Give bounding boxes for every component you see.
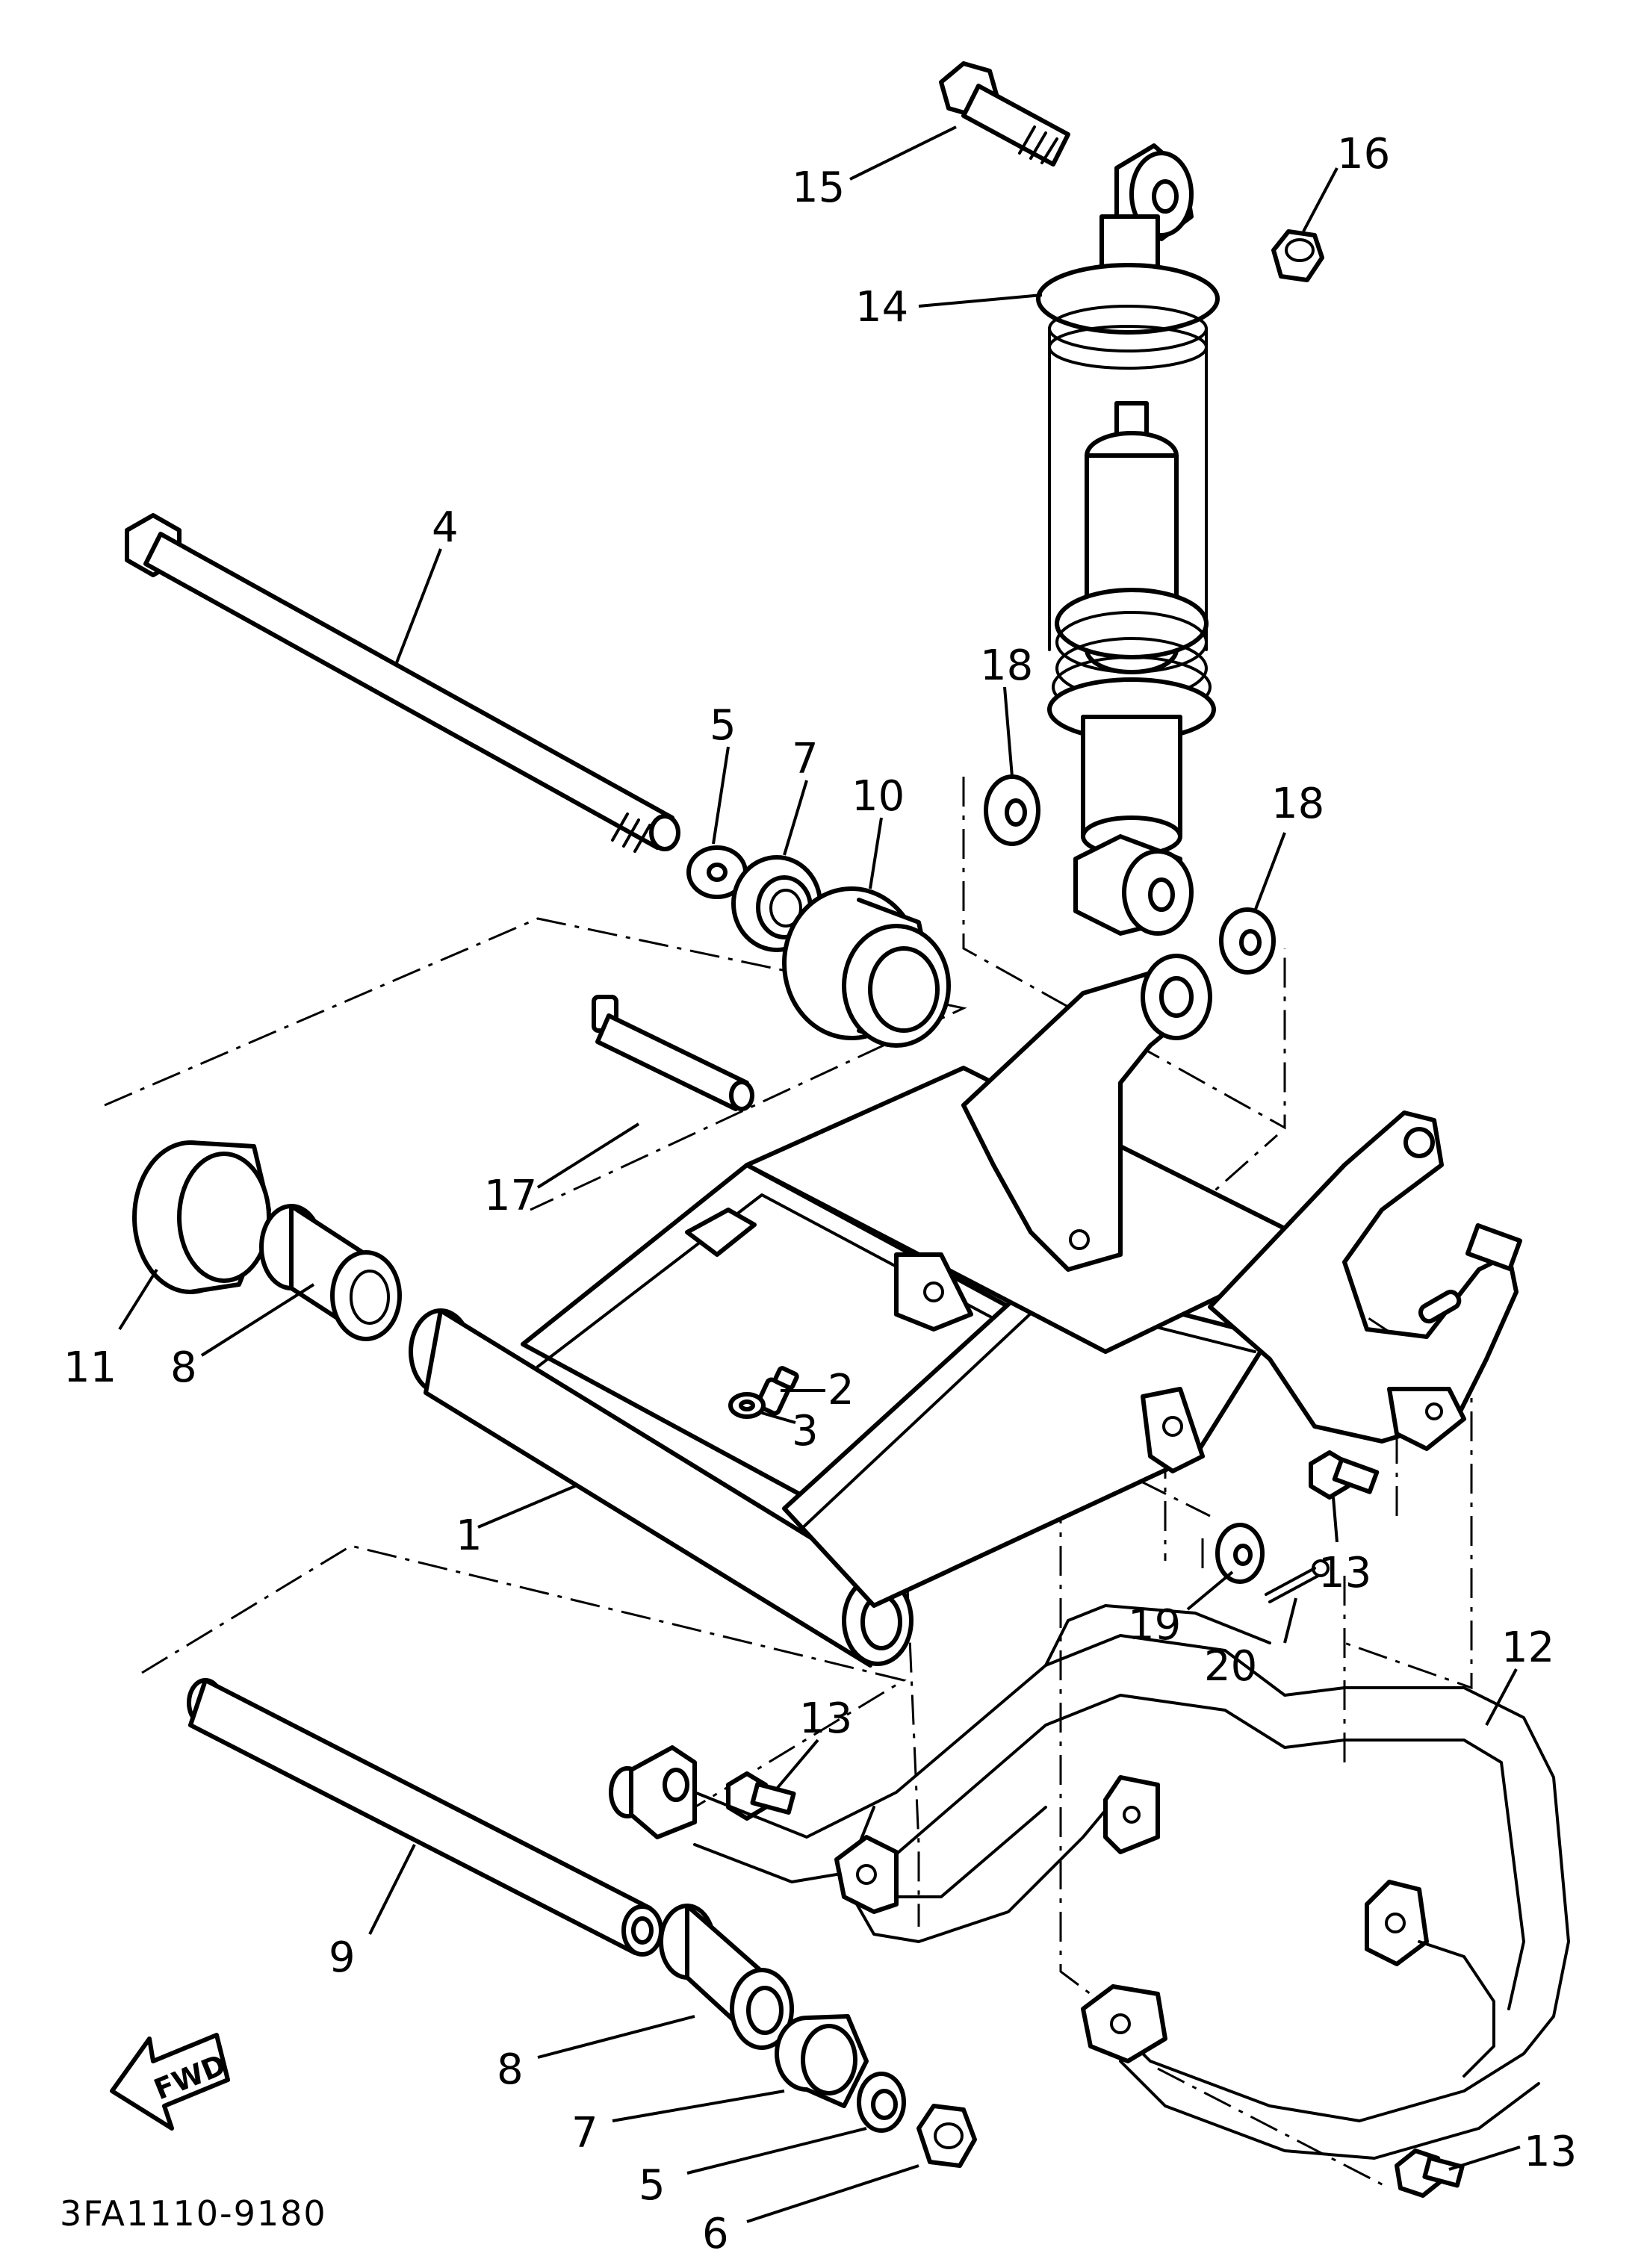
callout-13-a: 13 (1318, 1549, 1371, 1597)
washer-19 (1215, 1523, 1265, 1584)
callout-17: 17 (484, 1172, 537, 1220)
bushing-bottom (659, 1904, 794, 2050)
callout-4: 4 (432, 503, 459, 552)
callout-5-top: 5 (710, 701, 736, 750)
callout-7-top: 7 (792, 735, 819, 783)
callout-1: 1 (456, 1512, 483, 1560)
washer-bottom (857, 2072, 906, 2133)
swing-arm-frame (409, 954, 1523, 1668)
shock-link-pin (592, 995, 754, 1111)
thrust-collar (132, 1140, 271, 1294)
bushing-left (259, 1204, 402, 1341)
callout-labels: 4 5 7 10 15 16 14 18 18 17 11 8 2 3 1 19… (63, 130, 1577, 2258)
leader-lines (118, 125, 1521, 2223)
flange-bolt-a (1309, 1450, 1380, 1500)
callout-3: 3 (792, 1407, 819, 1455)
callout-18-left: 18 (980, 641, 1033, 690)
diagram-code: 3FA1110-9180 (60, 2193, 327, 2234)
washer-top (686, 845, 748, 899)
flange-bolt-b (726, 1771, 796, 1821)
callout-8-left: 8 (170, 1343, 197, 1392)
self-locking-nut (916, 2104, 977, 2168)
bearing-housing (782, 886, 951, 1048)
callout-5-bottom: 5 (639, 2161, 666, 2210)
lower-shaft (187, 1678, 663, 1957)
callout-6: 6 (702, 2210, 729, 2258)
callout-8-bottom: 8 (497, 2045, 524, 2094)
callout-12: 12 (1501, 1624, 1554, 1672)
rear-shock-absorber (1036, 143, 1220, 936)
callout-19: 19 (1128, 1601, 1181, 1650)
pivot-shaft-bolt (125, 513, 680, 853)
shock-washer-left (984, 774, 1040, 846)
callout-2: 2 (828, 1366, 854, 1414)
callout-9: 9 (329, 1933, 356, 1982)
callout-10: 10 (852, 772, 905, 821)
shock-upper-nut (1271, 229, 1324, 282)
callout-18-right: 18 (1271, 780, 1324, 828)
collar-bottom (775, 2014, 869, 2108)
forward-direction-arrow: FWD (110, 2033, 231, 2131)
shock-upper-bolt (939, 61, 1070, 167)
shock-washer-right (1219, 907, 1276, 975)
callout-13-b: 13 (799, 1694, 852, 1743)
callout-15: 15 (792, 164, 845, 212)
callout-7-bottom: 7 (571, 2109, 598, 2157)
callout-13-c: 13 (1524, 2128, 1577, 2176)
callout-16: 16 (1337, 130, 1390, 178)
callout-11: 11 (63, 1343, 117, 1392)
cotter-pin (1265, 1559, 1330, 1603)
tubular-guard-frame (609, 1604, 1570, 2160)
callout-14: 14 (855, 283, 908, 332)
flange-bolt-c (1395, 2149, 1465, 2198)
callout-20: 20 (1204, 1642, 1257, 1691)
small-washer (728, 1392, 766, 1419)
